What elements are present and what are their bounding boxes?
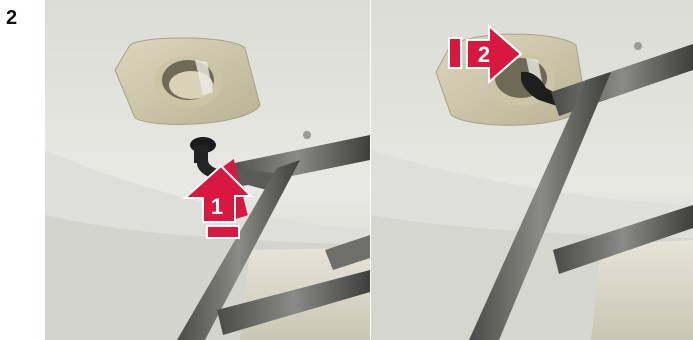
- callout-label-1: 1: [211, 194, 223, 219]
- callout-bar-1: [207, 226, 239, 238]
- illustration-right-svg: 2: [371, 0, 693, 340]
- callout-label-2: 2: [478, 42, 490, 67]
- illustration-panel-right: 2: [371, 0, 693, 340]
- illustration-panel-left: 1: [45, 0, 370, 340]
- callout-bar-2: [449, 38, 461, 68]
- bolt-icon: [303, 131, 311, 139]
- bolt-icon: [634, 42, 642, 50]
- step-number: 2: [6, 6, 17, 30]
- mount-bracket: [115, 38, 260, 125]
- illustration-left-svg: 1: [45, 0, 370, 340]
